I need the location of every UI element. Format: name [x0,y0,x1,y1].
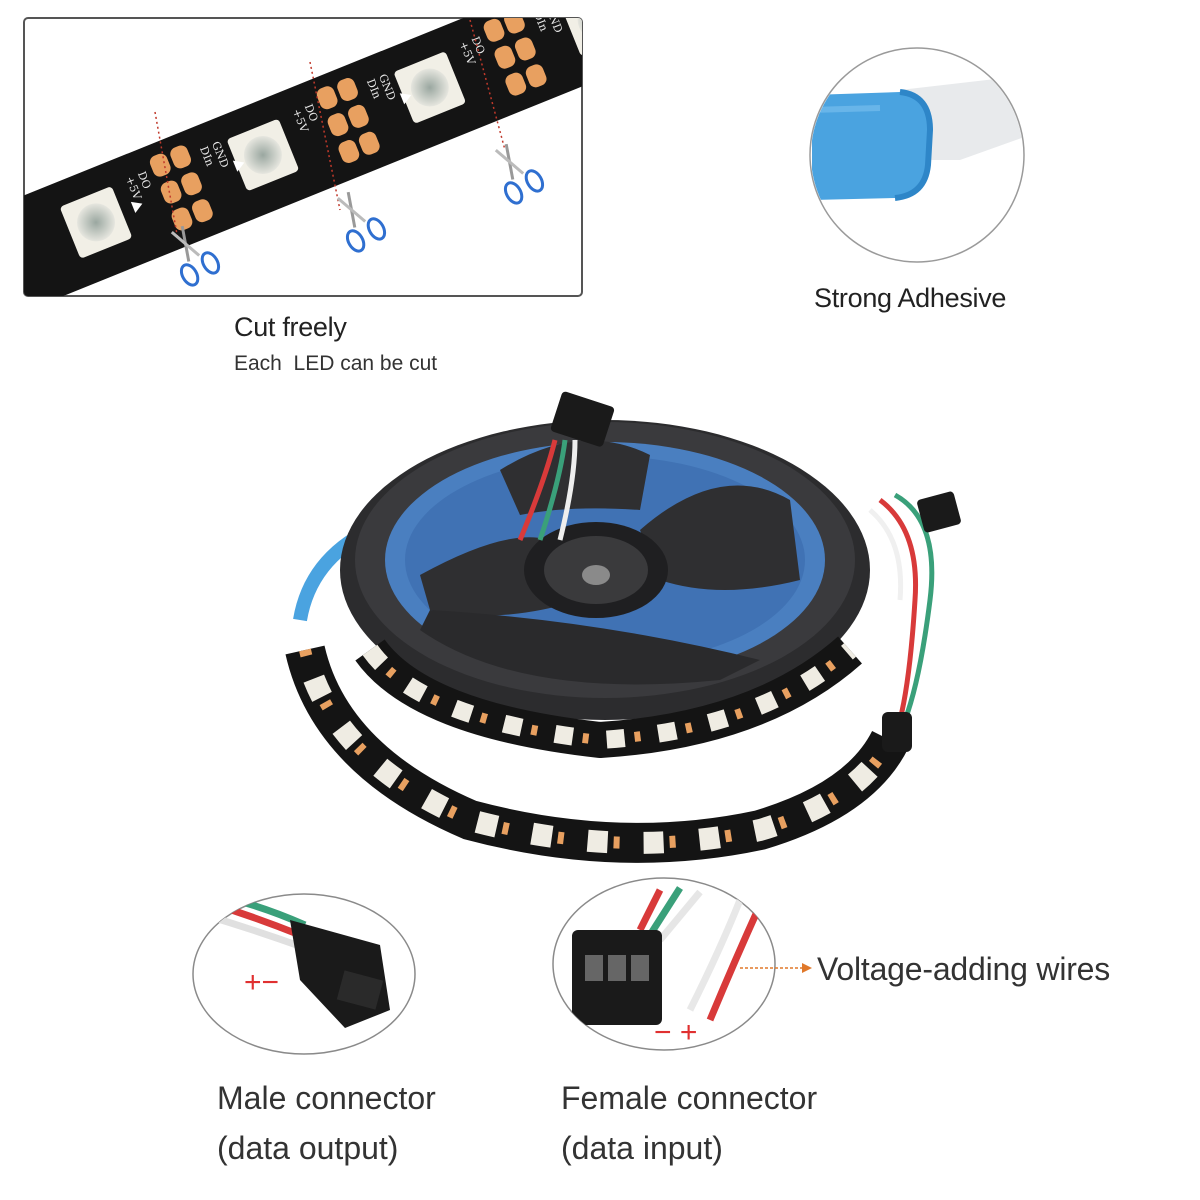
male-connector-subtitle: (data output) [217,1130,399,1166]
female-connector-closeup [552,877,776,1051]
female-connector-caption: Female connector (data input) [561,1073,817,1173]
female-polarity-label: − + [654,1016,698,1049]
scissors-icon [494,143,545,205]
adhesive-closeup [809,47,1025,263]
led-strip-segment [24,18,582,296]
cut-freely-subtitle: Each LED can be cut [234,352,438,375]
led-unit [561,18,582,56]
cut-strip-closeup: +5V DO DIn GND +5V DO DIn GND +5V DO DIn… [23,17,583,297]
male-connector-title: Male connector [217,1080,436,1116]
svg-text:DO: DO [302,102,321,123]
solder-pads [316,78,380,163]
svg-text:DO: DO [135,169,154,190]
cut-freely-title: Cut freely [234,312,347,342]
scissors-icon [336,191,387,253]
led-unit [227,119,299,191]
female-connector-subtitle: (data input) [561,1130,723,1166]
reel-top-connector [517,391,615,541]
male-polarity-label: +− [244,966,280,999]
male-connector-closeup [192,893,416,1055]
solder-pads [149,145,213,231]
male-connector-caption: Male connector (data output) [217,1073,436,1173]
led-strip-reel [285,391,961,863]
svg-text:DO: DO [469,35,488,56]
reel-right-connector [868,491,961,752]
led-unit [60,187,132,258]
female-connector-title: Female connector [561,1080,818,1116]
strong-adhesive-title: Strong Adhesive [814,283,1007,313]
voltage-wires-label: Voltage-adding wires [817,951,1111,987]
scissors-icon [170,225,221,287]
solder-pads [483,18,547,96]
arrow-icon [740,963,812,973]
led-unit [394,52,466,123]
